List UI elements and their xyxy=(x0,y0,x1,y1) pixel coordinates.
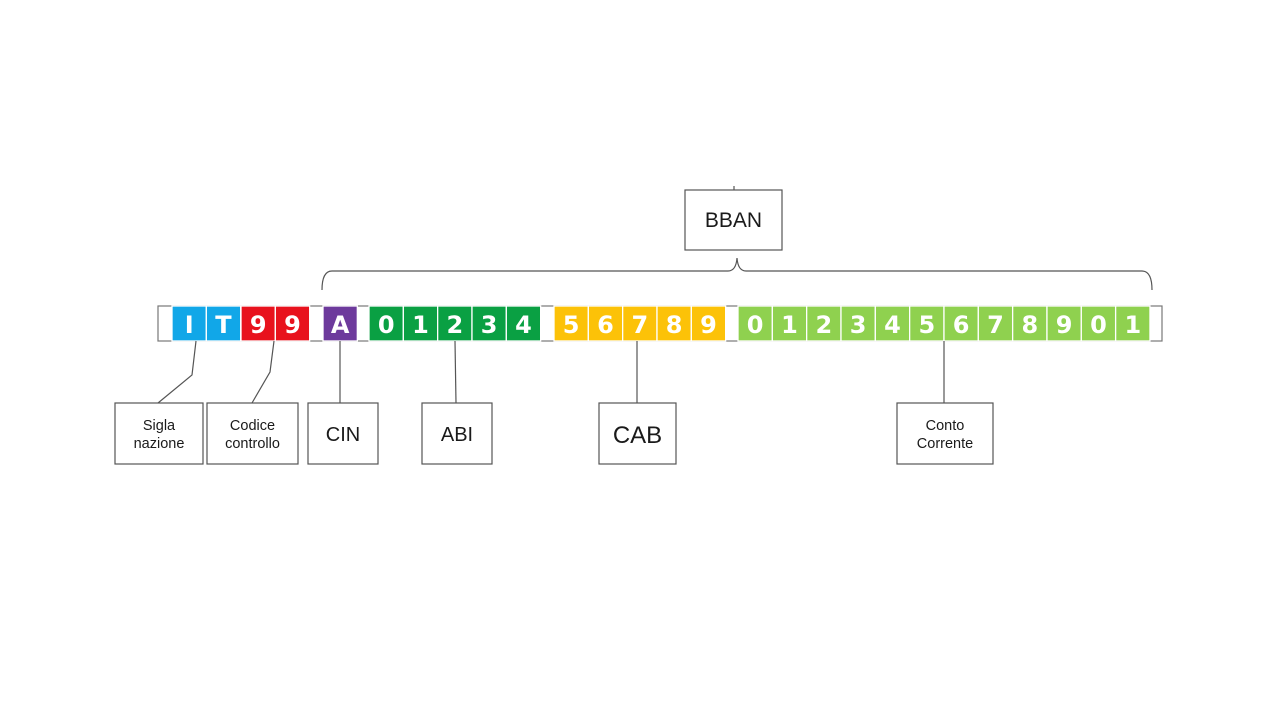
label-cin-box xyxy=(307,402,379,465)
iban-cell-abi-1 xyxy=(402,305,439,342)
label-conto-line2: Corrente xyxy=(917,436,973,452)
iban-cell-abi-0 xyxy=(368,305,404,342)
iban-cell-conto-11 xyxy=(1114,305,1151,342)
iban-char-sigla-1: T xyxy=(215,311,232,339)
iban-cell-abi-2 xyxy=(437,305,473,342)
iban-cell-conto-9 xyxy=(1046,305,1082,342)
iban-char-abi-1: 1 xyxy=(412,311,429,339)
label-sigla-line1: Sigla xyxy=(143,418,176,434)
iban-char-controllo-0: 9 xyxy=(250,311,267,339)
bban-brace xyxy=(321,257,1153,291)
label-cab-text: CAB xyxy=(613,422,662,449)
iban-char-abi-0: 0 xyxy=(378,311,395,339)
iban-cell-cab-0 xyxy=(553,305,589,342)
leader-sigla xyxy=(157,340,197,404)
iban-char-abi-4: 4 xyxy=(515,311,532,339)
iban-char-conto-5: 5 xyxy=(918,311,935,339)
iban-cell-conto-4 xyxy=(874,305,911,342)
iban-cell-conto-5 xyxy=(909,305,945,342)
leader-abi xyxy=(454,340,457,404)
iban-cell-conto-1 xyxy=(771,305,808,342)
label-abi-text: ABI xyxy=(441,424,473,446)
iban-char-conto-10: 0 xyxy=(1090,311,1107,339)
label-codice-controllo: Codice controllo xyxy=(206,402,299,465)
label-abi: ABI xyxy=(421,402,493,465)
label-cin-text: CIN xyxy=(326,424,360,446)
label-conto-line1: Conto xyxy=(926,418,965,434)
iban-cell-cab-4 xyxy=(690,305,727,342)
label-controllo-line2: controllo xyxy=(225,436,280,452)
iban-cell-conto-7 xyxy=(977,305,1014,342)
label-controllo-line1: Codice xyxy=(230,418,275,434)
iban-cell-conto-3 xyxy=(840,305,876,342)
leader-controllo xyxy=(251,340,275,404)
iban-cell-abi-3 xyxy=(471,305,507,342)
iban-cell-cab-2 xyxy=(622,305,658,342)
bban-label-box xyxy=(684,189,783,251)
label-cin: CIN xyxy=(307,402,379,465)
label-cab-box xyxy=(598,402,677,465)
iban-char-conto-1: 1 xyxy=(781,311,798,339)
label-sigla-nazione: Sigla nazione xyxy=(114,402,204,465)
iban-char-conto-8: 8 xyxy=(1021,311,1038,339)
label-conto-corrente: Conto Corrente xyxy=(896,402,994,465)
iban-char-cab-4: 9 xyxy=(700,311,717,339)
iban-char-conto-3: 3 xyxy=(850,311,867,339)
iban-char-conto-11: 1 xyxy=(1124,311,1141,339)
iban-char-conto-2: 2 xyxy=(815,311,832,339)
iban-char-conto-0: 0 xyxy=(747,311,764,339)
iban-char-abi-3: 3 xyxy=(481,311,498,339)
iban-char-conto-4: 4 xyxy=(884,311,901,339)
iban-cell-conto-2 xyxy=(806,305,842,342)
iban-cell-sigla-1 xyxy=(205,305,242,342)
iban-cell-sigla-0 xyxy=(171,305,207,342)
iban-cell-conto-0 xyxy=(737,305,773,342)
bban-label: BBAN xyxy=(705,209,762,232)
iban-char-cab-3: 8 xyxy=(666,311,683,339)
label-cab: CAB xyxy=(598,402,677,465)
iban-char-cab-2: 7 xyxy=(631,311,648,339)
iban-cell-conto-10 xyxy=(1080,305,1117,342)
iban-char-cin-0: A xyxy=(331,311,350,339)
iban-cell-controllo-0 xyxy=(240,305,276,342)
iban-char-conto-7: 7 xyxy=(987,311,1004,339)
iban-char-cab-1: 6 xyxy=(597,311,614,339)
iban-char-conto-6: 6 xyxy=(953,311,970,339)
iban-char-sigla-0: I xyxy=(185,311,194,339)
iban-char-controllo-1: 9 xyxy=(284,311,301,339)
iban-char-cab-0: 5 xyxy=(563,311,580,339)
label-conto-box xyxy=(896,402,994,465)
iban-cell-conto-8 xyxy=(1011,305,1048,342)
label-abi-box xyxy=(421,402,493,465)
label-sigla-box xyxy=(114,402,204,465)
label-controllo-box xyxy=(206,402,299,465)
iban-cell-controllo-1 xyxy=(274,305,311,342)
iban-char-conto-9: 9 xyxy=(1056,311,1073,339)
label-sigla-line2: nazione xyxy=(134,436,185,452)
iban-char-abi-2: 2 xyxy=(446,311,463,339)
iban-cell-abi-4 xyxy=(505,305,542,342)
